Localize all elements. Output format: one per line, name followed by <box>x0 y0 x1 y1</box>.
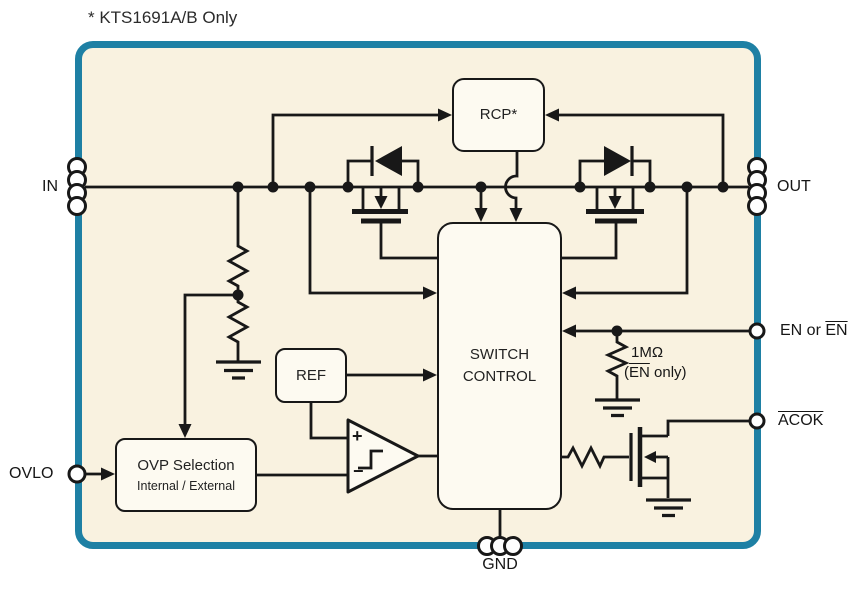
acok-drain-wire <box>666 419 750 436</box>
pullup-condition-label: (EN only) <box>624 364 687 381</box>
pin-label-en: EN or EN <box>780 322 848 339</box>
comparator-plus-sign: + <box>352 426 363 446</box>
pin-label-in: IN <box>42 178 58 195</box>
hysteresis-icon <box>358 449 383 470</box>
comparator-minus-sign: − <box>353 461 364 481</box>
ground-symbol-pulldown <box>595 398 640 418</box>
ovlo-divider-resistors <box>226 187 250 361</box>
ground-symbol-divider <box>216 360 261 380</box>
rcp-drop-wire-hop <box>504 152 523 222</box>
ovp-selection-subtitle: Internal / External <box>137 479 235 494</box>
acok-mosfet <box>629 419 750 498</box>
rcp-label: RCP* <box>479 106 518 124</box>
pin-label-acok: ACOK <box>778 412 824 429</box>
rcp-block: RCP* <box>452 78 545 152</box>
ref-to-plus-input <box>309 403 348 440</box>
ref-output-arrow <box>347 368 437 382</box>
ovp-comparator <box>257 403 437 494</box>
pin-label-out: OUT <box>777 178 811 195</box>
in-sense-arrow <box>308 187 437 300</box>
ref-block: REF <box>275 348 347 403</box>
ovp-selection-title: OVP Selection <box>137 456 235 474</box>
out-pin-coil <box>747 157 767 216</box>
en-pin-circle <box>748 322 766 340</box>
en-wire <box>562 324 750 338</box>
footnote: * KTS1691A/B Only <box>88 8 238 27</box>
acok-gate-resistor <box>562 444 629 470</box>
pin-label-gnd: GND <box>482 556 518 573</box>
right-gate-wire <box>562 223 618 260</box>
pulldown-resistor <box>604 331 630 399</box>
rail-to-switch-control-arrow <box>474 187 488 222</box>
out-sense-arrow <box>562 187 689 300</box>
left-pass-mosfet <box>346 146 437 260</box>
ovp-selection-block: OVP Selection Internal / External <box>115 438 257 512</box>
rcp-right-feed <box>545 108 725 187</box>
left-gate-wire <box>379 223 437 260</box>
pin-label-ovlo: OVLO <box>9 465 54 482</box>
in-pin-coil <box>67 157 87 216</box>
right-body-diode-icon <box>604 146 631 176</box>
left-body-diode-icon <box>375 146 402 176</box>
acok-pin-circle <box>748 412 766 430</box>
pullup-value-label: 1MΩ <box>631 344 664 361</box>
switch-control-block: SWITCH CONTROL <box>437 222 562 510</box>
switch-control-line2: CONTROL <box>462 368 537 385</box>
ovlo-input-arrow <box>85 467 115 481</box>
right-pass-mosfet <box>562 146 652 260</box>
divider-tap-to-ovp <box>178 293 238 438</box>
ground-symbol-acok <box>646 498 691 518</box>
switch-control-line1: SWITCH <box>469 346 530 364</box>
rcp-left-feed <box>271 108 452 187</box>
ref-label: REF <box>296 366 326 384</box>
gnd-pin-coil <box>477 536 523 556</box>
ovlo-pin-circle <box>67 464 87 484</box>
